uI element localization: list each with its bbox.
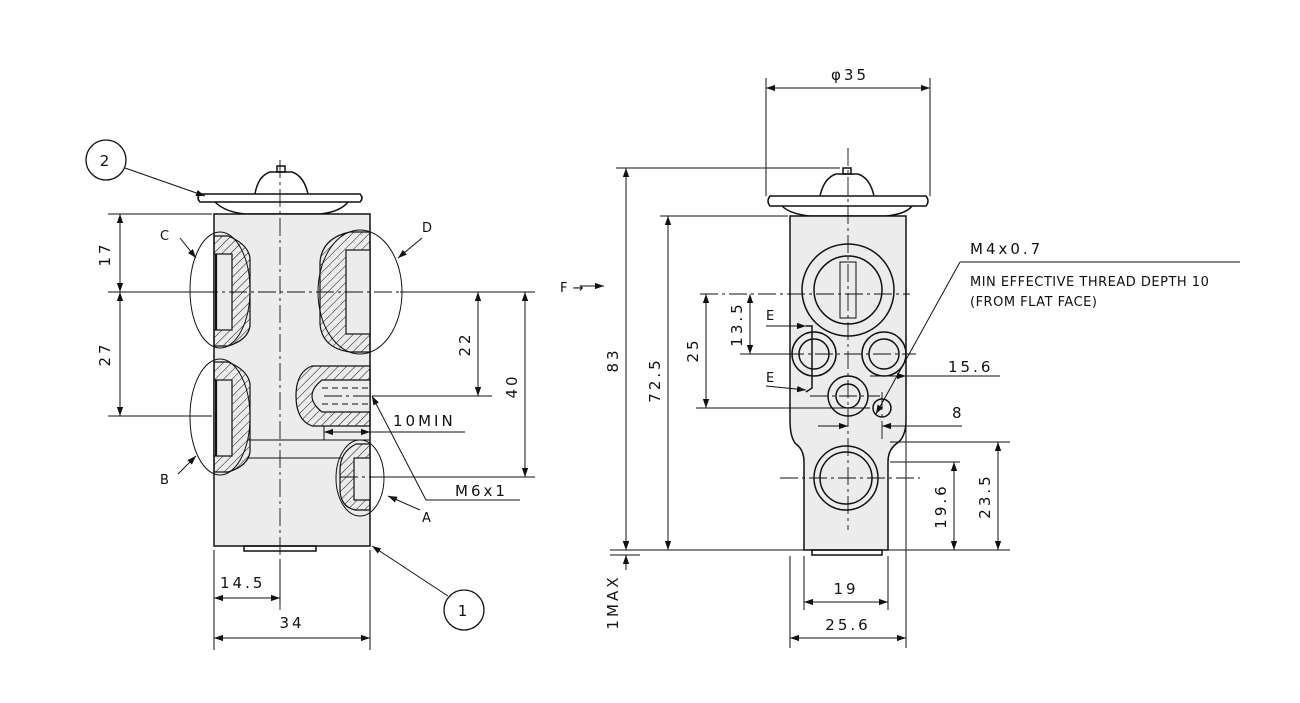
dim-8: 8 xyxy=(952,404,965,422)
left-side-view: 2 1 C B D A 17 27 22 40 10MIN M6x1 14.5 … xyxy=(85,139,535,650)
dim-10min: 10MIN xyxy=(393,412,456,430)
dim-1max: 1MAX xyxy=(604,574,622,629)
port-d-label: D xyxy=(422,221,433,236)
dim-40: 40 xyxy=(503,373,521,398)
port-b-section xyxy=(213,361,251,473)
note-from-flat-face: (FROM FLAT FACE) xyxy=(970,295,1097,310)
port-e-label-bottom: E xyxy=(766,371,775,386)
dim-13-5: 13.5 xyxy=(728,301,746,346)
dim-14-5: 14.5 xyxy=(220,574,265,592)
balloon-part-1-label: 1 xyxy=(458,602,471,620)
dim-72-5: 72.5 xyxy=(646,357,664,402)
right-front-view: φ35 83 72.5 25 13.5 15.6 8 23.5 19.6 19 … xyxy=(560,66,1240,648)
note-thread-size: M4x0.7 xyxy=(970,240,1043,258)
note-thread-depth: MIN EFFECTIVE THREAD DEPTH 10 xyxy=(970,275,1209,290)
dim-phi35: φ35 xyxy=(831,66,869,84)
dim-19: 19 xyxy=(833,580,858,598)
balloon-part-2 xyxy=(85,139,127,181)
dim-19-6: 19.6 xyxy=(932,483,950,528)
dim-27: 27 xyxy=(96,341,114,366)
port-e-label-top: E xyxy=(766,309,775,324)
port-c-section xyxy=(213,235,251,347)
dim-25-6: 25.6 xyxy=(825,616,870,634)
dim-83: 83 xyxy=(604,347,622,372)
flow-direction-f: F → xyxy=(560,281,584,296)
dim-25: 25 xyxy=(684,337,702,362)
balloon-part-2-label: 2 xyxy=(100,152,113,170)
dim-15-6: 15.6 xyxy=(948,358,993,376)
dim-23-5: 23.5 xyxy=(976,473,994,518)
dim-m6x1: M6x1 xyxy=(455,482,508,500)
port-b-label: B xyxy=(160,473,169,488)
dim-17: 17 xyxy=(96,241,114,266)
balloon-part-1 xyxy=(443,589,485,631)
dim-34: 34 xyxy=(279,614,304,632)
port-a-label: A xyxy=(422,511,431,526)
port-c-label: C xyxy=(160,229,170,244)
dim-22: 22 xyxy=(456,331,474,356)
